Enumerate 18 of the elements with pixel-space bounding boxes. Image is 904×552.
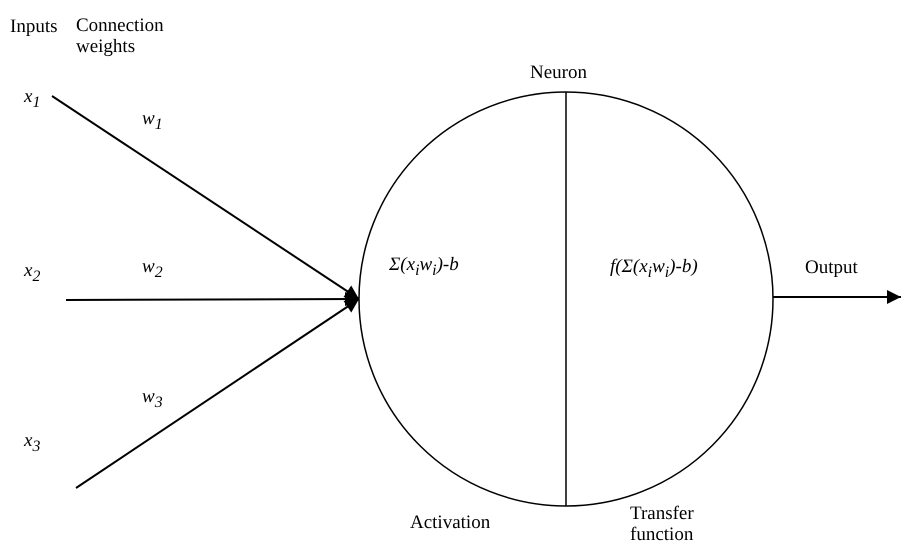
- column-heading: Activation: [410, 512, 490, 535]
- node-heading: Neuron: [530, 62, 587, 85]
- column-heading: Inputs: [10, 16, 58, 39]
- edge-label: w$_{1}$: [142, 108, 163, 135]
- arrow: [51, 95, 360, 300]
- arrow: [66, 292, 359, 306]
- input-label: x$_{2}$: [24, 260, 40, 287]
- formula-text: Σ(x$_{i}$w$_{i}$)-b: [389, 254, 459, 281]
- formula-text: f(Σ(x$_{i}$w$_{i}$)-b): [610, 256, 698, 283]
- edge-label: w$_{3}$: [142, 386, 163, 413]
- column-heading: Transfer function: [630, 504, 695, 546]
- input-label: x$_{3}$: [24, 430, 40, 457]
- column-heading: Connection weights: [76, 16, 165, 58]
- edge-label: w$_{2}$: [142, 256, 163, 283]
- edge-label: Output: [805, 257, 858, 280]
- arrow: [773, 290, 901, 304]
- arrow: [75, 298, 360, 489]
- input-label: x$_{1}$: [24, 86, 40, 113]
